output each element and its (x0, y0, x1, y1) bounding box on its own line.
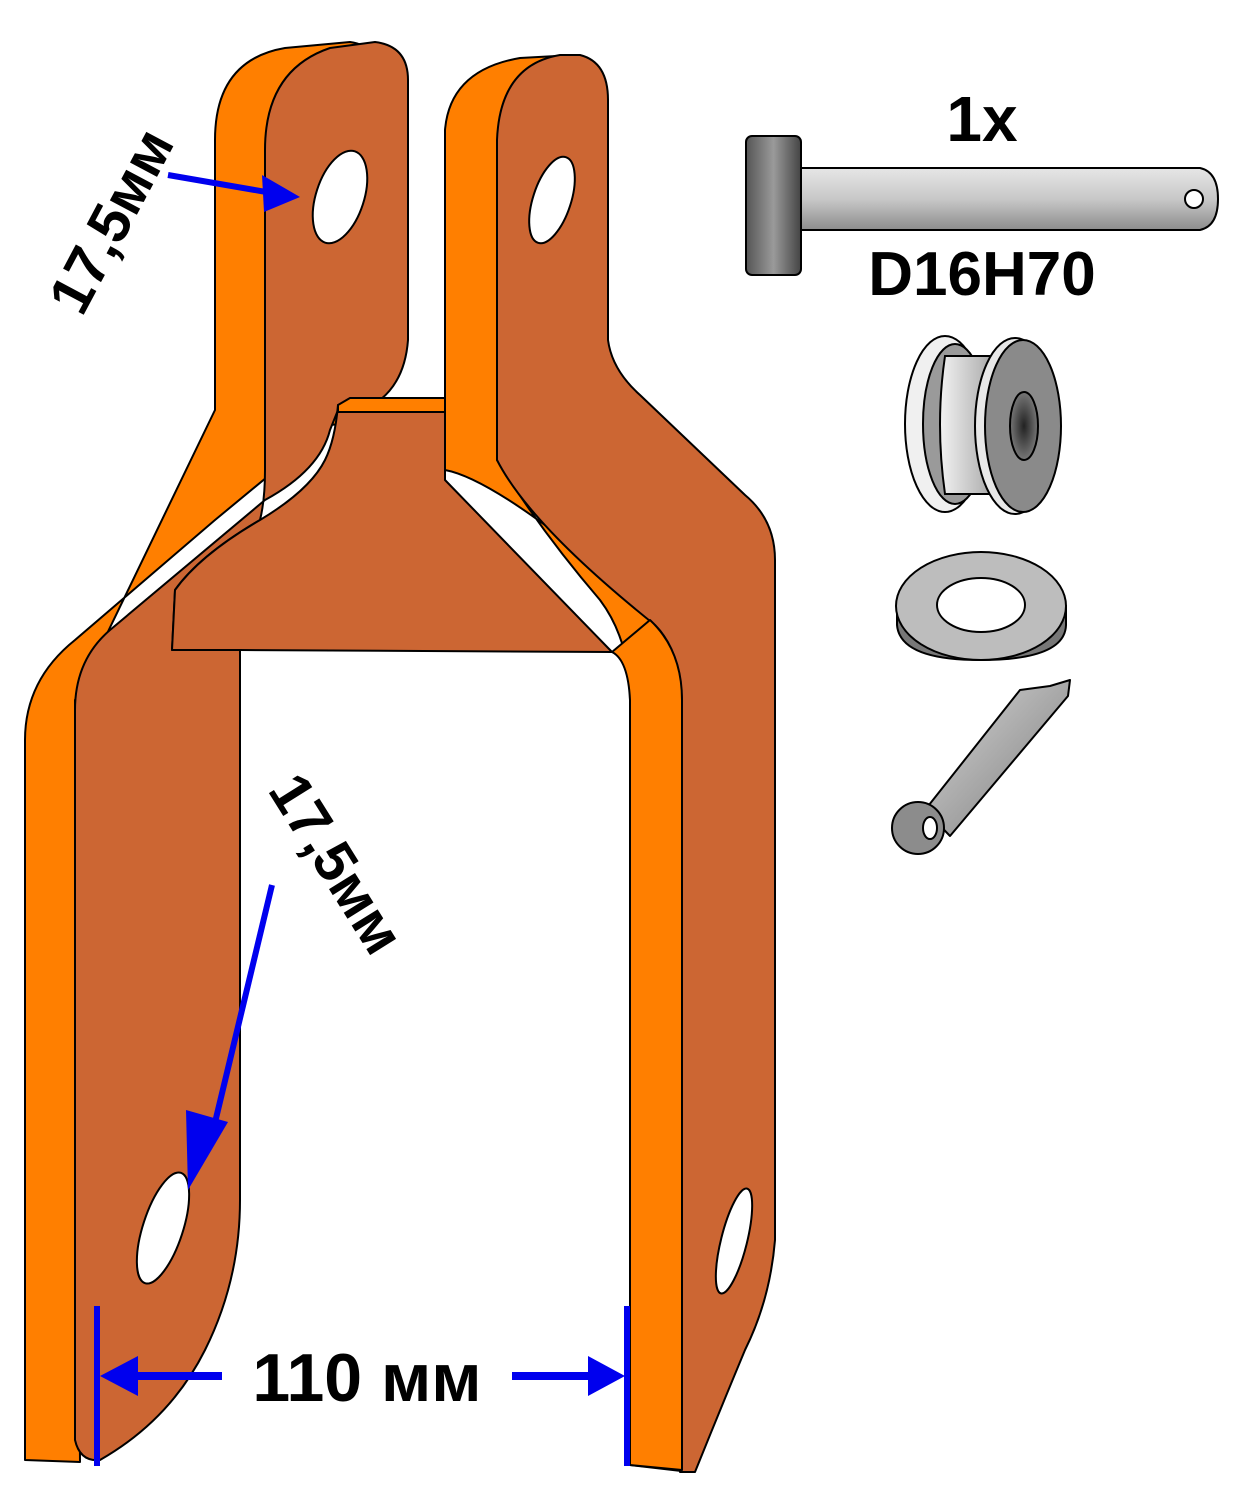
dimension-markings (94, 172, 630, 1466)
hole-top-right (528, 155, 576, 245)
cotter-pin-eye (891, 801, 945, 855)
washer-hole (936, 577, 1026, 633)
cross-plate-top-edge (337, 397, 449, 413)
pin-shaft (794, 167, 1220, 231)
roller-bore (1009, 391, 1039, 461)
hole-bottom-right (714, 1187, 754, 1295)
bottom-hole-label: 17,5мм (256, 762, 416, 965)
top-hole-label: 17,5мм (36, 118, 187, 324)
roller (904, 335, 1062, 515)
pin-hole (1184, 189, 1204, 209)
width-arrowhead-right (588, 1356, 625, 1396)
width-arrowhead-left (100, 1356, 138, 1396)
width-label: 110 мм (252, 1340, 481, 1416)
top-hole-arrowhead (262, 175, 300, 212)
bottom-hole-arrowhead (186, 1110, 228, 1190)
bottom-hole-arrow (209, 884, 275, 1136)
hole-top-left (311, 149, 369, 245)
pin-quantity: 1x (946, 83, 1018, 155)
top-hole-arrow (167, 172, 273, 196)
u-bracket (24, 41, 776, 1473)
right-plate-inner-edge (611, 619, 683, 1471)
pin-code: D16H70 (868, 240, 1095, 309)
pin (745, 135, 1220, 276)
cross-plate (171, 404, 613, 653)
pin-head (745, 135, 802, 276)
cotter-pin (891, 679, 1071, 855)
hole-bottom-left (135, 1171, 191, 1285)
washer (895, 551, 1067, 662)
cotter-pin-legs (924, 679, 1071, 837)
bracket-holes (135, 149, 754, 1295)
cotter-pin-eye-hole (922, 816, 938, 840)
